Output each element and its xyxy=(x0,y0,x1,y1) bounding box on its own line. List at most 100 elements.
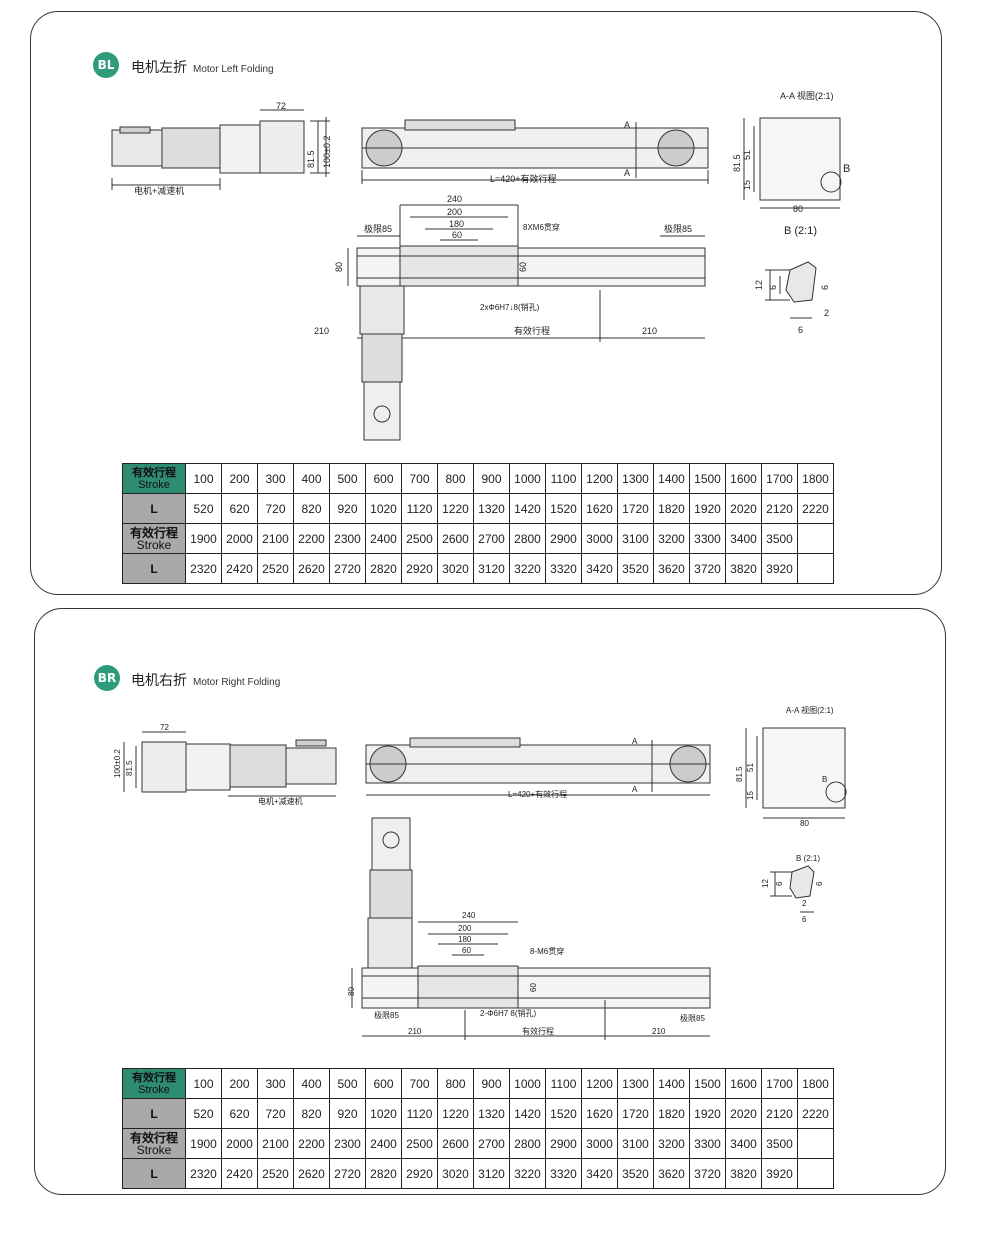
table-cell: 2600 xyxy=(437,1128,474,1159)
table-cell: 1920 xyxy=(689,1098,726,1129)
table-cell: 3000 xyxy=(581,1128,618,1159)
dim-180: 180 xyxy=(449,219,464,229)
table-cell: 520 xyxy=(185,1098,222,1129)
dim-side-80: 80 xyxy=(334,262,344,272)
table-cell: 920 xyxy=(329,1098,366,1129)
table-cell: 3020 xyxy=(437,1158,474,1189)
dim-side-60: 60 xyxy=(529,983,538,992)
dim-81-5: 81.5 xyxy=(306,150,316,168)
table-cell: 920 xyxy=(329,493,366,524)
table-cell: 2800 xyxy=(509,1128,546,1159)
table-cell: 1000 xyxy=(509,463,546,494)
dim-100: 100±0.2 xyxy=(322,136,332,168)
dim-51: 51 xyxy=(746,763,755,772)
table-cell: 3500 xyxy=(761,1128,798,1159)
row-header: L xyxy=(122,1158,186,1189)
table-cell xyxy=(797,553,834,584)
table-cell: 2200 xyxy=(293,523,330,554)
table-cell: 1720 xyxy=(617,1098,654,1129)
dim-200: 200 xyxy=(447,207,462,217)
table-cell: 3500 xyxy=(761,523,798,554)
dim-2: 2 xyxy=(802,899,807,908)
dim-15: 15 xyxy=(746,791,755,800)
dim-210-left: 210 xyxy=(408,1027,422,1036)
table-cell: 1020 xyxy=(365,1098,402,1129)
table-cell: 1800 xyxy=(797,1068,834,1099)
dim-240: 240 xyxy=(462,911,476,920)
table-cell: 2720 xyxy=(329,553,366,584)
table-cell: 1900 xyxy=(185,1128,222,1159)
table-cell: 400 xyxy=(293,1068,330,1099)
table-cell: 600 xyxy=(365,1068,402,1099)
table-cell: 3420 xyxy=(581,553,618,584)
table-cell: 720 xyxy=(257,493,294,524)
table-cell: 3520 xyxy=(617,553,654,584)
table-cell: 2600 xyxy=(437,523,474,554)
label-motor-gear: 电机+减速机 xyxy=(258,796,303,806)
table-cell: 3920 xyxy=(761,1158,798,1189)
table-cell: 1500 xyxy=(689,1068,726,1099)
label-b: B xyxy=(822,775,827,784)
table-cell: 200 xyxy=(221,1068,258,1099)
row-header: L xyxy=(122,553,186,584)
table-cell: 1300 xyxy=(617,1068,654,1099)
dim-81-5: 81.5 xyxy=(125,760,134,776)
table-cell: 1700 xyxy=(761,1068,798,1099)
dim-side-80: 80 xyxy=(347,987,356,996)
dim-6a: 6 xyxy=(775,881,784,886)
table-cell: 1400 xyxy=(653,463,690,494)
section-title-en: Motor Left Folding xyxy=(193,64,274,75)
table-cell: 3820 xyxy=(725,1158,762,1189)
table-cell: 500 xyxy=(329,1068,366,1099)
table-cell: 700 xyxy=(401,463,438,494)
table-cell: 500 xyxy=(329,463,366,494)
table-cell: 1720 xyxy=(617,493,654,524)
label-motor-gear: 电机+减速机 xyxy=(134,185,184,196)
table-cell: 3520 xyxy=(617,1158,654,1189)
dim-180: 180 xyxy=(458,935,472,944)
dim-6c: 6 xyxy=(802,915,807,924)
table-cell: 3220 xyxy=(509,553,546,584)
table-cell: 820 xyxy=(293,493,330,524)
table-cell: 1820 xyxy=(653,493,690,524)
table-cell: 3720 xyxy=(689,1158,726,1189)
table-cell: 3200 xyxy=(653,1128,690,1159)
limit-right: 极限85 xyxy=(680,1013,705,1023)
dim-side-60: 60 xyxy=(518,262,528,272)
drawing-right-folding: 72 100±0.2 81.5 电机+减速机 L=420+有效行程 A A A-… xyxy=(113,705,847,1040)
table-cell: 3620 xyxy=(653,553,690,584)
table-cell: 3000 xyxy=(581,523,618,554)
table-cell: 2500 xyxy=(401,1128,438,1159)
table-cell: 620 xyxy=(221,1098,258,1129)
table-cell: 1220 xyxy=(437,493,474,524)
table-cell: 300 xyxy=(257,463,294,494)
table-cell: 3820 xyxy=(725,553,762,584)
table-cell: 2520 xyxy=(257,1158,294,1189)
dim-6a: 6 xyxy=(768,285,778,290)
dim-6b: 6 xyxy=(815,881,824,886)
table-cell: 2020 xyxy=(725,493,762,524)
table-cell: 100 xyxy=(185,463,222,494)
table-cell: 2620 xyxy=(293,1158,330,1189)
table-cell: 1020 xyxy=(365,493,402,524)
table-cell: 720 xyxy=(257,1098,294,1129)
table-cell: 2400 xyxy=(365,523,402,554)
table-cell: 3200 xyxy=(653,523,690,554)
table-cell: 1620 xyxy=(581,1098,618,1129)
dim-6b: 6 xyxy=(820,285,830,290)
pin-note: 2xΦ6H7↓8(销孔) xyxy=(480,302,540,312)
table-cell: 2420 xyxy=(221,1158,258,1189)
limit-left: 极限85 xyxy=(364,223,392,234)
table-cell: 900 xyxy=(473,463,510,494)
label-length: L=420+有效行程 xyxy=(490,173,557,184)
table-cell: 3620 xyxy=(653,1158,690,1189)
dim-240: 240 xyxy=(447,194,462,204)
table-cell xyxy=(797,1128,834,1159)
screw-note: 8XM6贯穿 xyxy=(523,222,560,232)
table-cell: 700 xyxy=(401,1068,438,1099)
